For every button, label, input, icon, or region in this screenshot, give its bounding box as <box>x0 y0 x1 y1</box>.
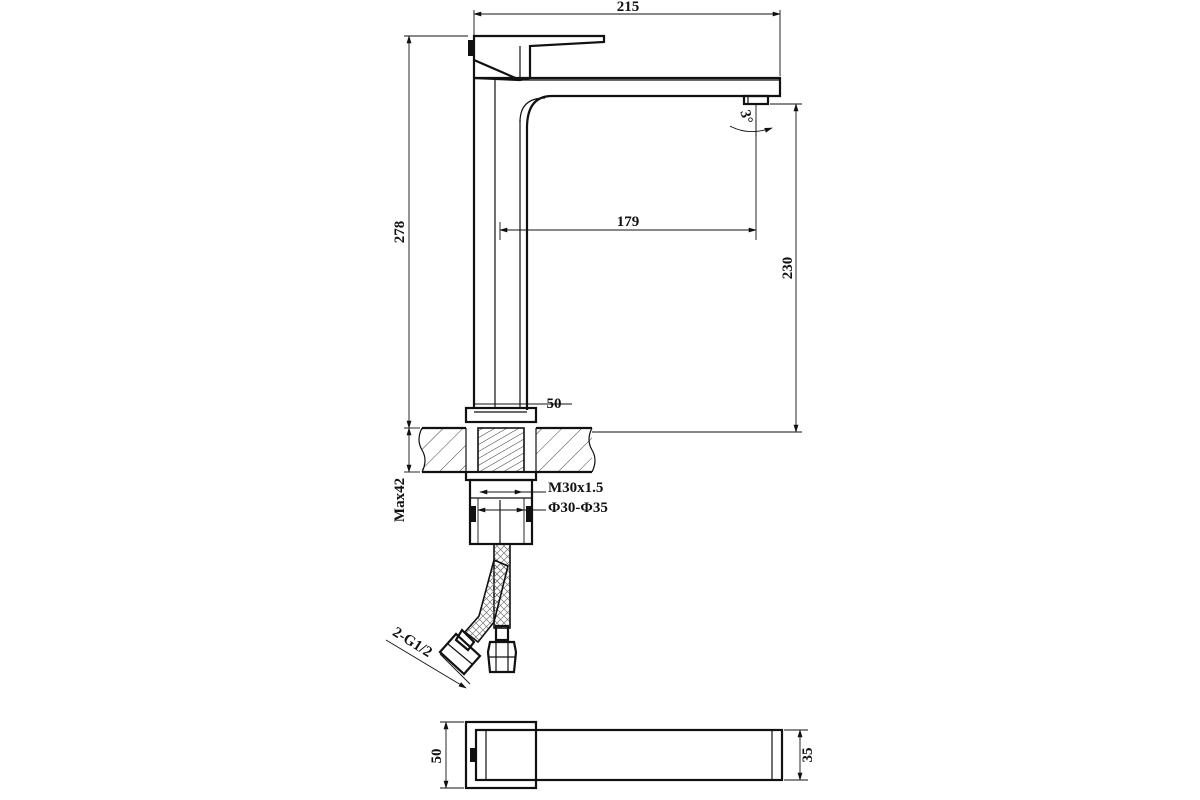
dim-hole-diameter: Φ30-Φ35 <box>548 500 608 516</box>
faucet-front-view <box>464 34 782 424</box>
top-view-body <box>474 728 784 782</box>
dim-spout-height: 230 <box>780 257 796 280</box>
dim-thread: M30x1.5 <box>548 480 603 496</box>
mounting-nut <box>468 478 534 546</box>
dim-reach: 179 <box>617 214 640 230</box>
hose-angled <box>463 558 509 644</box>
mounting-assembly <box>464 470 538 546</box>
faucet-column <box>472 76 782 410</box>
hose-nut-right <box>486 640 518 674</box>
washer <box>464 470 538 482</box>
dimension-lines: 215 278 179 230 3° 50 M30x1.5 Φ30-Φ35 <box>385 0 802 689</box>
handle-pin <box>468 40 474 56</box>
countertop-section <box>418 426 596 474</box>
dim-max-thickness: Max42 <box>392 478 408 522</box>
dim-overall-height: 278 <box>392 221 408 244</box>
handle-lever <box>472 34 606 82</box>
faucet-top-view: 50 35 <box>429 720 816 790</box>
supply-hoses <box>438 543 518 676</box>
dim-overall-width: 215 <box>617 0 640 15</box>
dim-swivel-angle: 3° <box>736 108 755 125</box>
base-escutcheon <box>464 406 538 424</box>
dim-top-view-depth: 35 <box>800 748 816 763</box>
dim-top-view-width: 50 <box>429 749 445 764</box>
hose-nut-left <box>438 632 482 676</box>
dim-base-width: 50 <box>547 396 562 412</box>
threaded-shank <box>477 427 525 473</box>
